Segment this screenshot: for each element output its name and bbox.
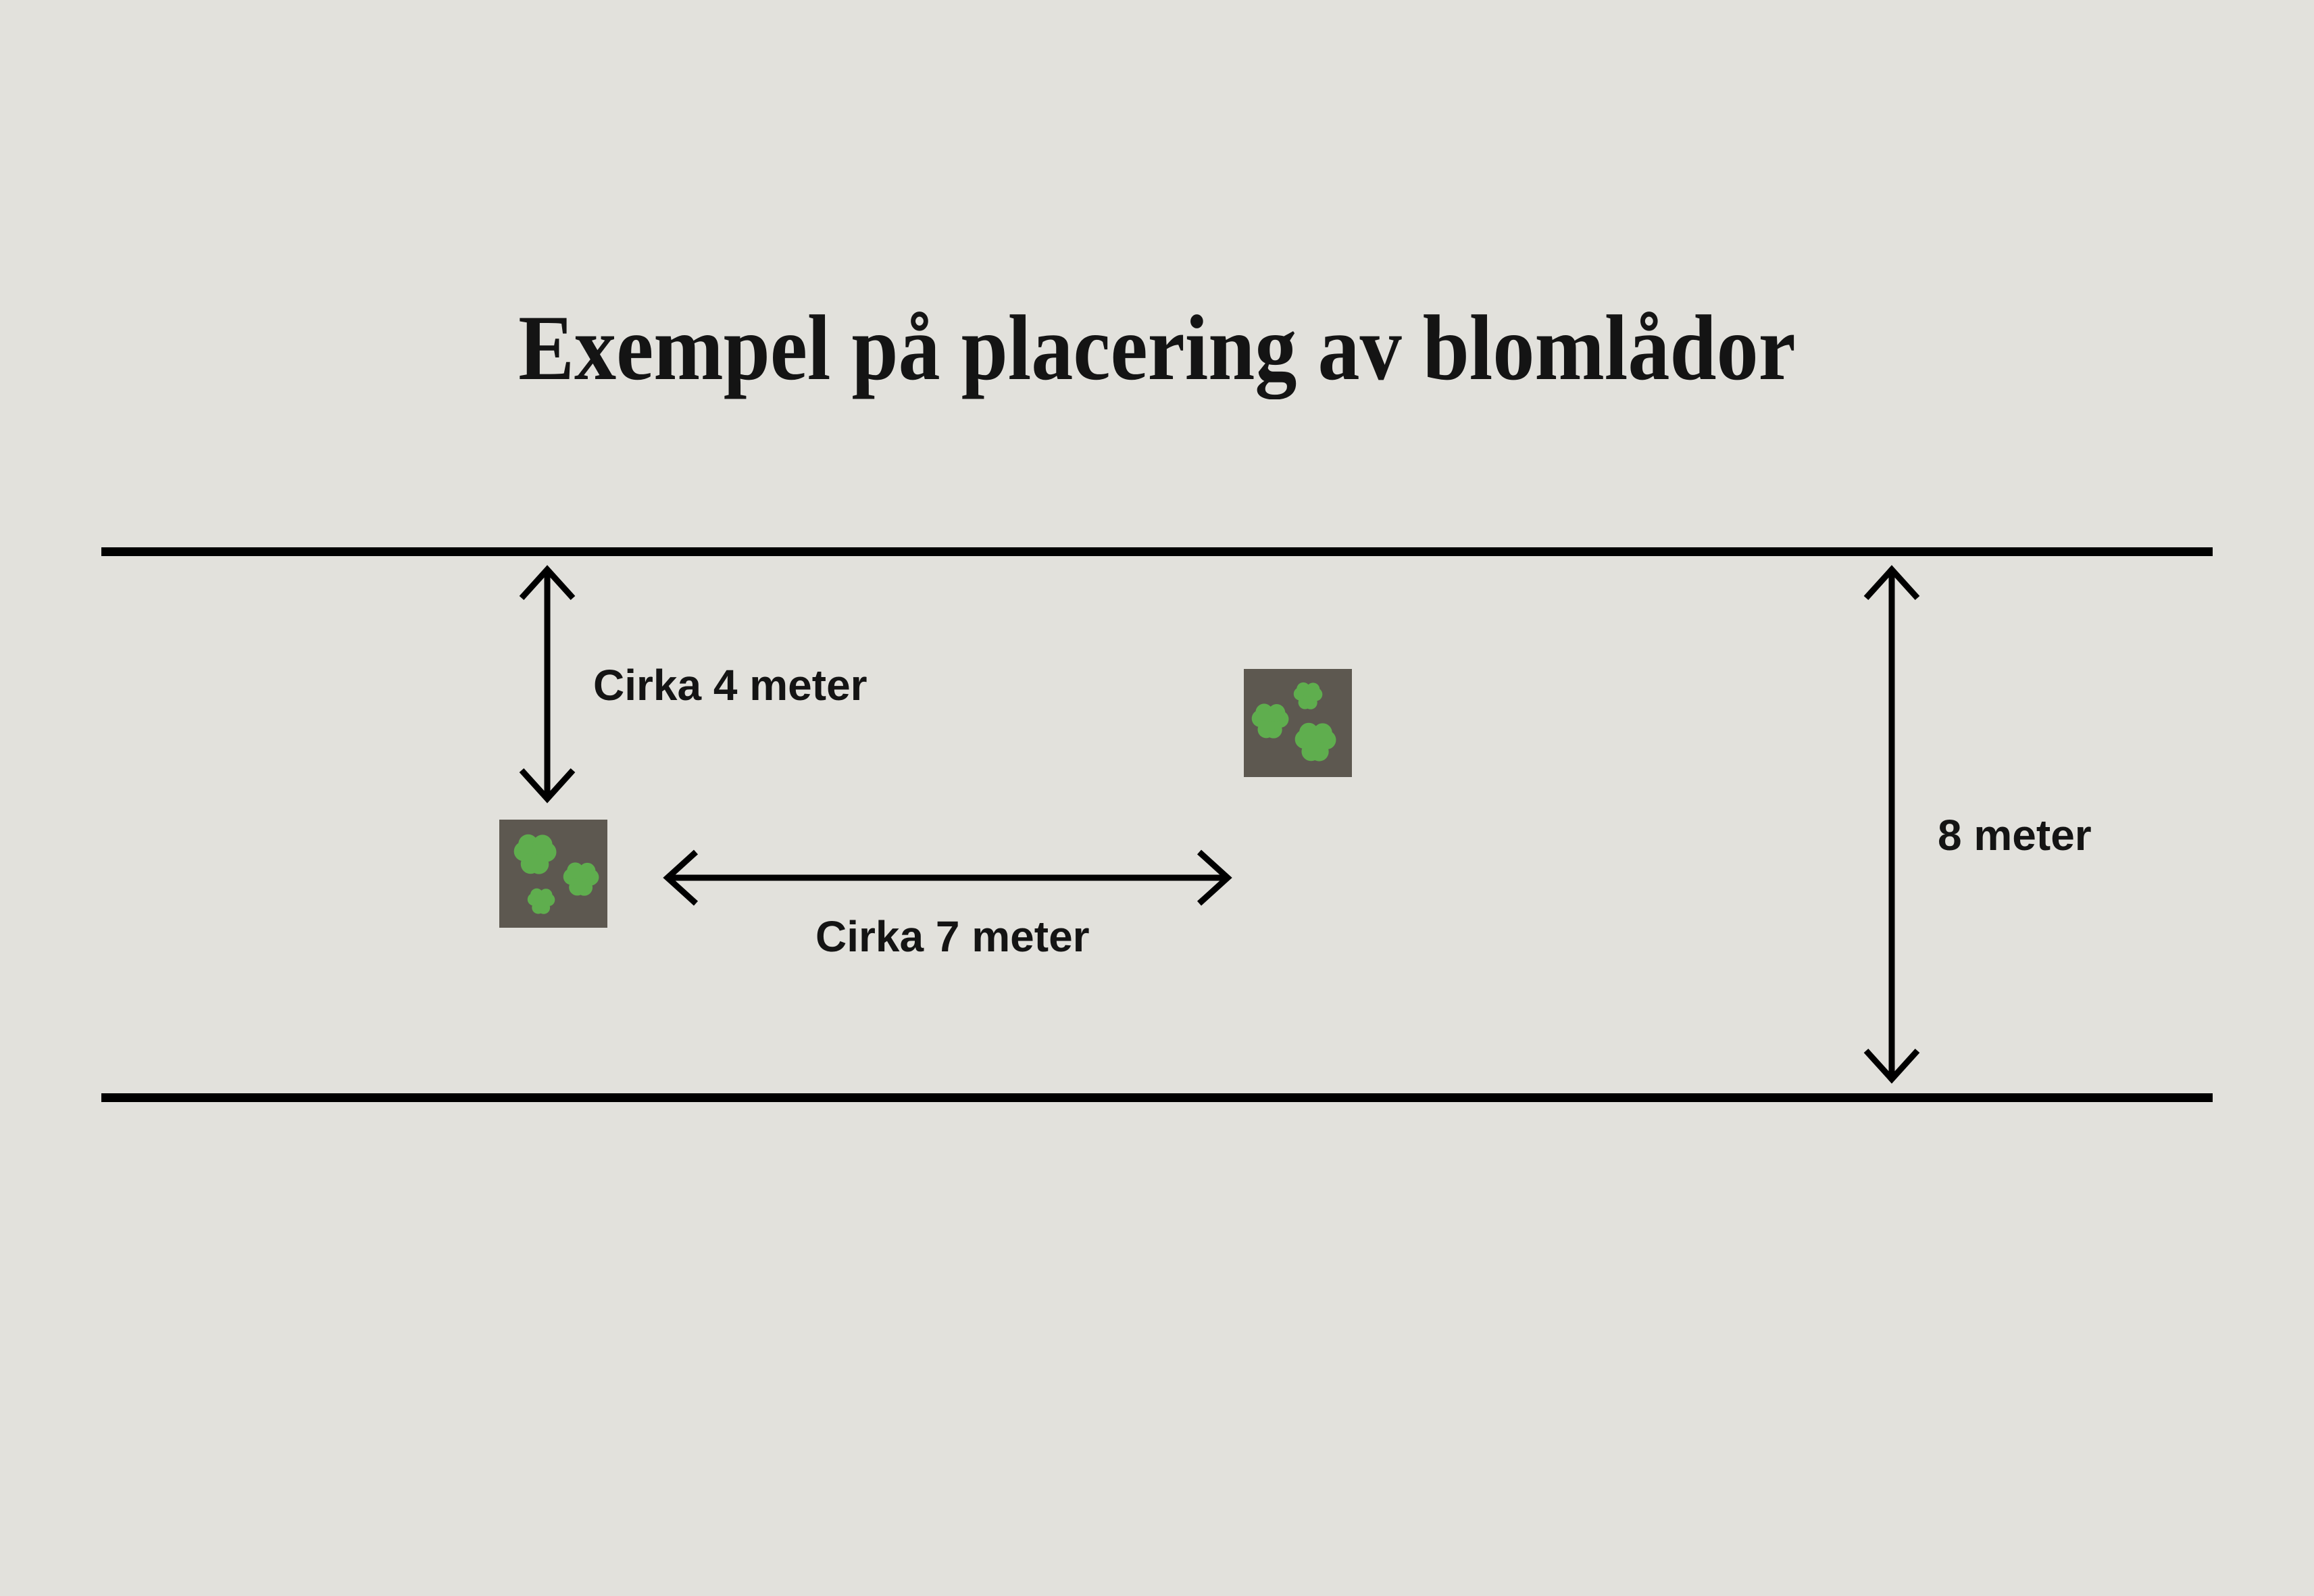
page-title: Exempel på placering av blomlådor (518, 296, 1796, 399)
double-headed-arrow-icon (519, 565, 576, 803)
flower-icon (1251, 703, 1289, 739)
flower-icon (563, 862, 599, 896)
double-headed-arrow-icon (1863, 565, 1920, 1084)
road-edge-bottom (101, 1093, 2213, 1102)
left-flower-box (499, 820, 607, 928)
distance-between-boxes-label: Cirka 7 meter (815, 912, 1090, 961)
flower-icon (527, 888, 555, 914)
flower-icon (1294, 722, 1336, 762)
road-width-label: 8 meter (1938, 811, 2092, 859)
distance-from-road-edge-label: Cirka 4 meter (593, 661, 867, 709)
flower-box-illustration (1244, 669, 1352, 777)
flower-box-illustration (499, 820, 607, 928)
road-edge-top (101, 547, 2213, 556)
double-headed-arrow-icon (663, 849, 1232, 906)
flower-icon (513, 834, 557, 874)
right-flower-box (1244, 669, 1352, 777)
flower-icon (1293, 682, 1323, 709)
